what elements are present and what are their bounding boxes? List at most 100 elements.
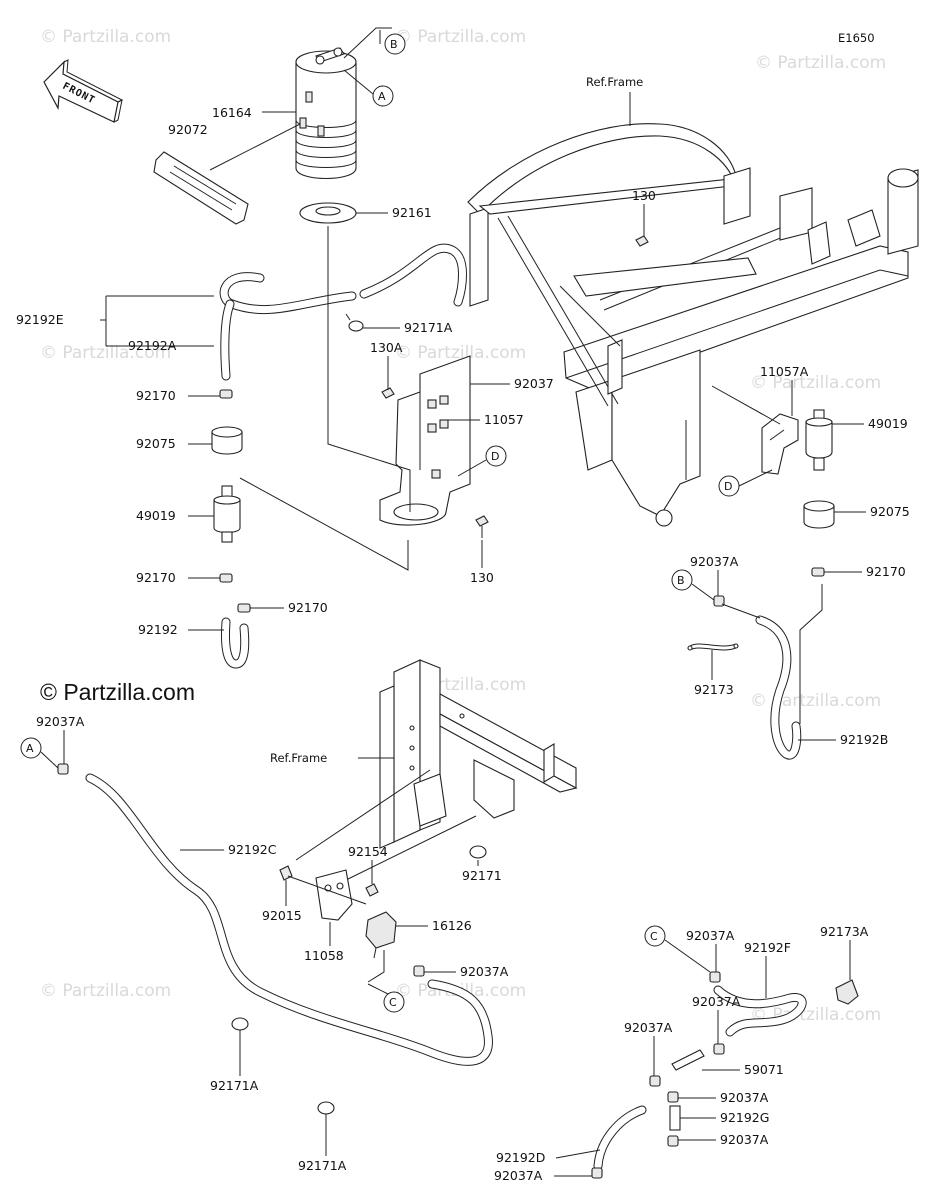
bolt-92154 [365,883,379,897]
label-92037A-c: 92037A [460,964,509,979]
svg-text:C: C [389,996,397,1009]
label-16164: 16164 [212,105,252,120]
bolt-130A [381,387,395,399]
label-92037A-b: 92037A [690,554,739,569]
label-92171: 92171 [462,868,502,883]
brand-text: © Partzilla.com [40,679,195,705]
label-92015: 92015 [262,908,302,923]
label-130-bot: 130 [470,570,494,585]
watermark: © Partzilla.com [40,343,171,363]
hose-92192G [669,1105,681,1131]
clamp-92037A-r4 [667,1091,679,1103]
label-49019-right: 49019 [868,416,908,431]
label-92170-a: 92170 [136,388,176,403]
clamp-92037A-r3 [649,1075,661,1087]
watermark: © Partzilla.com [750,373,881,393]
label-130A: 130A [370,340,403,355]
label-92037A-r2: 92037A [692,994,741,1009]
clamp-92037A-r6 [591,1167,603,1179]
clamp-92170-right [811,567,825,577]
clamp-92037A-b [713,595,725,607]
svg-text:B: B [677,574,685,587]
ref-frame-label-mid: Ref.Frame [270,751,327,765]
bracket-11057 [379,355,471,526]
label-92037: 92037 [514,376,554,391]
callout-A-top: A [372,85,394,107]
svg-text:A: A [26,742,34,755]
label-92037A-r6: 92037A [494,1168,543,1183]
clip-92171 [469,845,487,859]
label-92072: 92072 [168,122,208,137]
label-92154: 92154 [348,844,388,859]
clamp-92170-a [219,389,233,399]
label-59071: 59071 [744,1062,784,1077]
valve-16126 [365,911,397,959]
bolt-130-top [635,235,649,247]
filter-49019-right [805,409,833,471]
strap-92072 [153,151,249,225]
clamp-92037A-a [57,763,69,775]
callout-C-right: C [644,925,666,947]
label-92171A-top: 92171A [404,320,453,335]
clamp-92170-b [219,573,233,583]
bracket-11058 [315,869,353,921]
watermark: © Partzilla.com [395,343,526,363]
label-92170-b: 92170 [136,570,176,585]
label-11058: 11058 [304,948,344,963]
clip-92171A-l [231,1017,249,1031]
callout-B-top: B [384,33,406,55]
bolt-92015 [279,865,293,881]
label-49019-left: 49019 [136,508,176,523]
label-92161: 92161 [392,205,432,220]
label-11057: 11057 [484,412,524,427]
hose-92192F [713,985,807,1037]
label-92075-left: 92075 [136,436,176,451]
holder-92075-left [211,426,243,455]
svg-text:B: B [390,38,398,51]
frame-assembly-top [467,123,919,527]
frame-assembly-mid [379,659,578,849]
label-92037A-r5: 92037A [720,1132,769,1147]
bracket-11057A [761,413,799,475]
svg-text:D: D [724,480,732,493]
label-92192: 92192 [138,622,178,637]
label-92037A-r3: 92037A [624,1020,673,1035]
callout-A-left: A [20,737,42,759]
part-labels: 16164 92072 92161 92192E 92192A 92171A 1… [16,105,910,1183]
label-92170-c: 92170 [288,600,328,615]
label-92037A-a: 92037A [36,714,85,729]
label-92037A-r4: 92037A [720,1090,769,1105]
clamp-92037A-r5 [667,1135,679,1147]
label-92173: 92173 [694,682,734,697]
watermark: © Partzilla.com [750,691,881,711]
label-92192G: 92192G [720,1110,769,1125]
label-92075-right: 92075 [870,504,910,519]
watermark: © Partzilla.com [40,27,171,47]
label-92192D: 92192D [496,1150,545,1165]
callout-B-right: B [671,569,693,591]
front-arrow-icon: FRONT [43,59,124,123]
label-16126: 16126 [432,918,472,933]
svg-text:D: D [491,450,499,463]
label-92173A: 92173A [820,924,869,939]
clamp-92037A-r1 [709,971,721,983]
watermark: © Partzilla.com [40,981,171,1001]
label-92192E: 92192E [16,312,64,327]
label-92171A-l: 92171A [210,1078,259,1093]
canister-16164 [295,47,357,180]
clip-92173 [687,643,739,651]
joint-59071 [671,1049,705,1071]
svg-text:C: C [650,930,658,943]
callout-C-mid: C [383,991,405,1013]
watermark: © Partzilla.com [395,27,526,47]
hose-92192C [85,773,493,1066]
label-92192C: 92192C [228,842,277,857]
hose-92192D [593,1105,647,1171]
label-92170-right: 92170 [866,564,906,579]
clamp-92037A-c [413,965,425,977]
clamp-92173A [835,979,859,1005]
diagram-code: E1650 [838,31,875,45]
hose-92192E [219,243,467,381]
